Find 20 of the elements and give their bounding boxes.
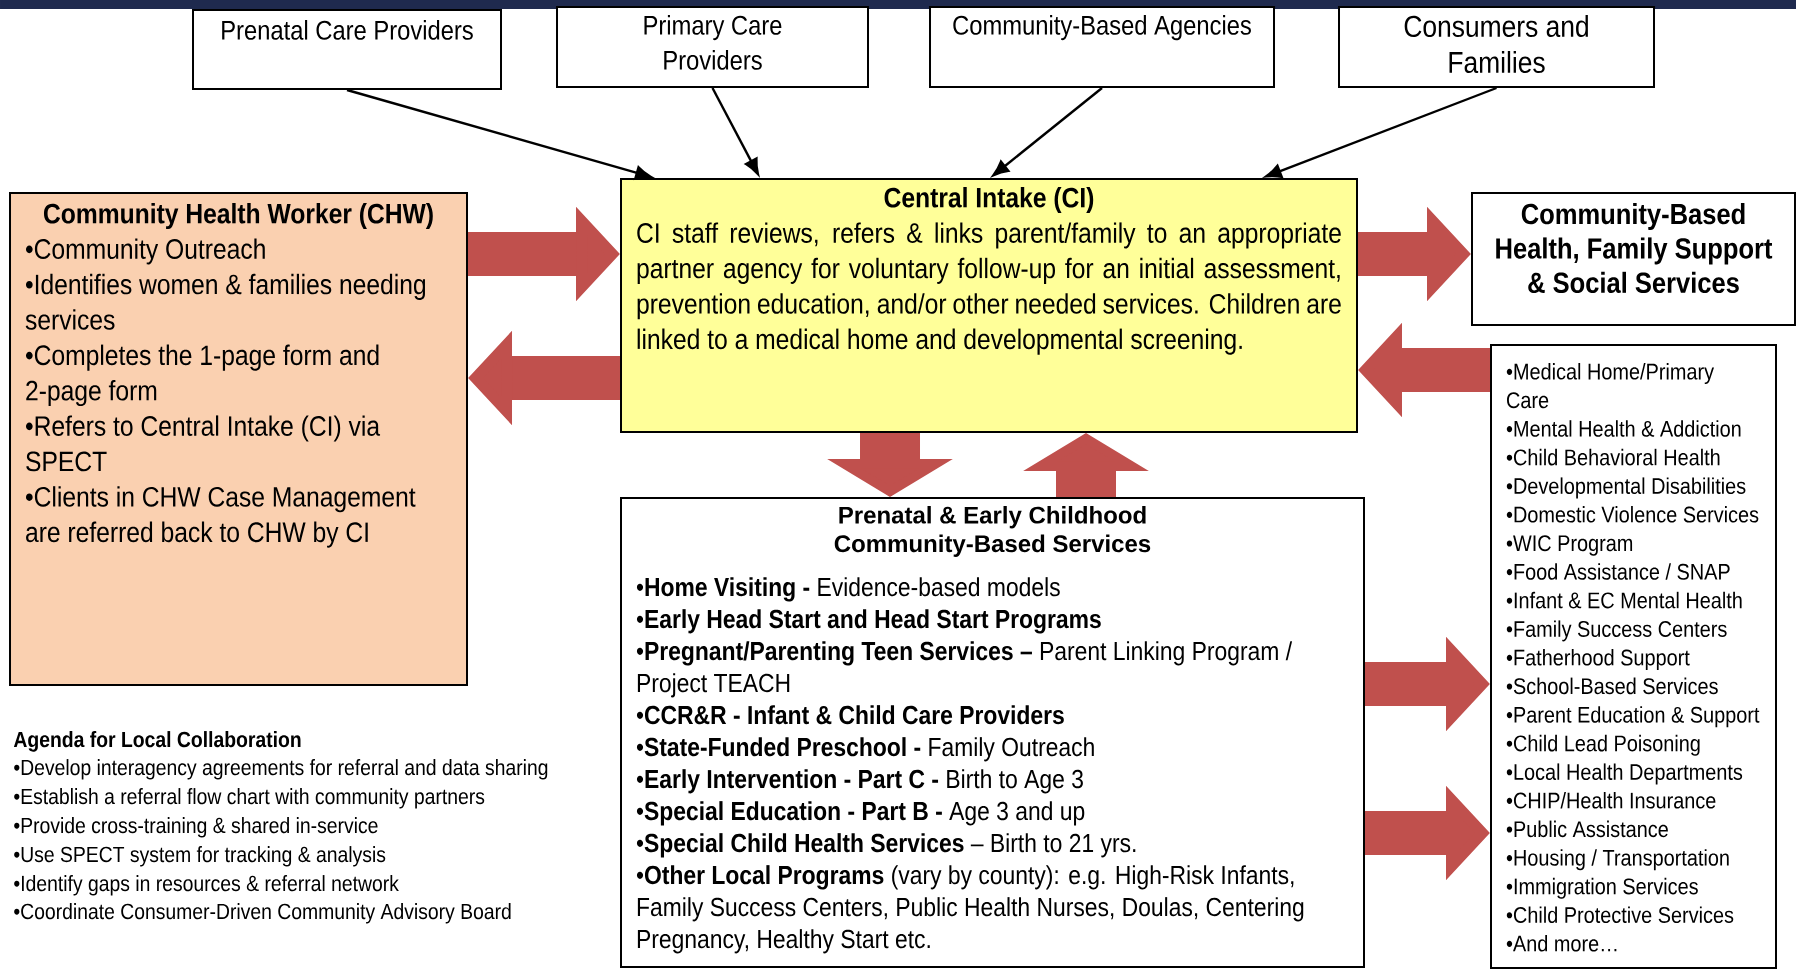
intake-box: Central Intake (CI) CI staff reviews, refers & links parent/family to an appropriate partner agency for voluntary follow-up for an initial assessment, prevention education, and/or other needed services. Children are linked to a medical home and developmental screening.	[620, 178, 1358, 433]
source-box: Primary Care Providers	[556, 6, 869, 88]
note-text: •Coordinate Consumer-Driven Community Advisory Board	[14, 903, 511, 924]
source-box: Prenatal Care Providers	[192, 9, 502, 90]
services-box: Community-Based Health, Family Support & Social Services	[1471, 192, 1796, 326]
source-box: Community-Based Agencies	[929, 6, 1275, 88]
arrow	[711, 87, 760, 176]
arrow	[1265, 86, 1497, 178]
arrow	[992, 87, 1103, 177]
note-text: •Provide cross-training & shared in-service	[14, 817, 378, 838]
worker-box: Community Health Worker (CHW) •Community Outreach •Identifies women & families needing services •Completes the 1-page form and 2-page form •Refers to Central Intake (CI) via SPECT •Clients in CHW Case Management are referred back to CHW by CI	[9, 192, 468, 686]
note-heading: Agenda for Local Collaboration	[13, 731, 301, 752]
source-box: Consumers and Families	[1338, 6, 1655, 88]
arrow	[346, 88, 652, 180]
note-text: •Identify gaps in resources & referral network	[14, 875, 399, 896]
services-box: Prenatal & Early Childhood Community-Based Services •Home Visiting - Evidence-based models •Early Head Start and Head Start Programs •Pregnant/Parenting Teen Services – Parent Linking Program / Project TEACH •CCR&R - Infant & Child Care Providers •State-Funded Preschool - Family Outreach •Early Intervention - Part C - Birth to Age 3 •Special Education - Part B - Age 3 and up •Special Child Health Services – Birth to 21 yrs. •Other Local Programs (vary by county): e.g. High-Risk Infants, Family Success Centers, Public Health Nurses, Doulas, Centering Pregnancy, Healthy Start etc.	[620, 497, 1365, 968]
note-text: •Establish a referral flow chart with community partners	[14, 788, 485, 809]
note-text: •Develop interagency agreements for referral and data sharing	[14, 759, 548, 780]
service-list-box: •Medical Home/Primary Care •Mental Health & Addiction •Child Behavioral Health •Developmental Disabilities •Domestic Violence Services •WIC Program •Food Assistance / SNAP •Infant & EC Mental Health •Family Success Centers •Fatherhood Support •School-Based Services •Parent Education & Support •Child Lead Poisoning •Local Health Departments •CHIP/Health Insurance •Public Assistance •Housing / Transportation •Immigration Services •Child Protective Services •And more…	[1490, 344, 1777, 969]
note-text: •Use SPECT system for tracking & analysis	[14, 846, 386, 867]
